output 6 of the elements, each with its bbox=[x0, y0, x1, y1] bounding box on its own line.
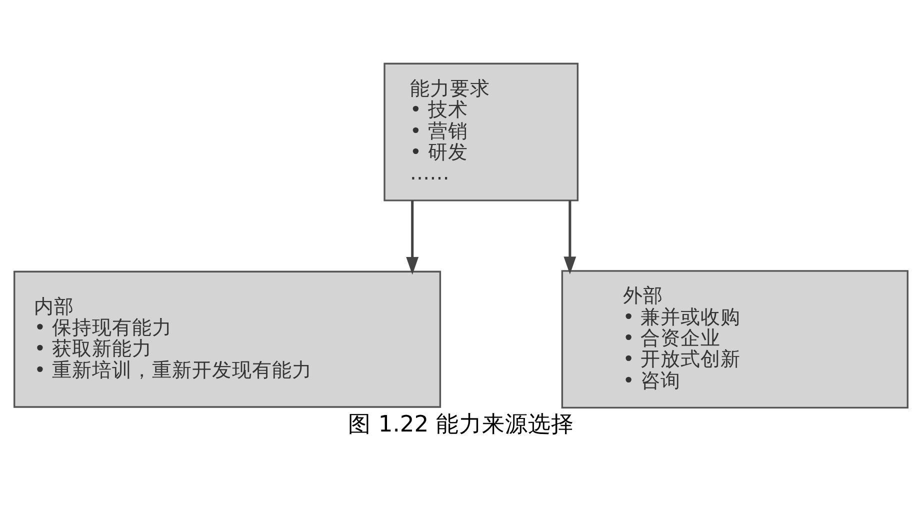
arrow bbox=[564, 200, 576, 274]
node-box: 外部 • 兼并或收购 • 合资企业 • 开放式创新 • 咨询 bbox=[561, 270, 908, 409]
caption: 图 1.22 能力来源选择 bbox=[348, 411, 574, 438]
node-box: 能力要求 • 技术 • 营销 • 研发 …… bbox=[384, 62, 579, 202]
node-box: 内部 • 保持现有能力 • 获取新能力 • 重新培训，重新开发现有能力 bbox=[14, 270, 442, 408]
arrow bbox=[406, 200, 419, 275]
